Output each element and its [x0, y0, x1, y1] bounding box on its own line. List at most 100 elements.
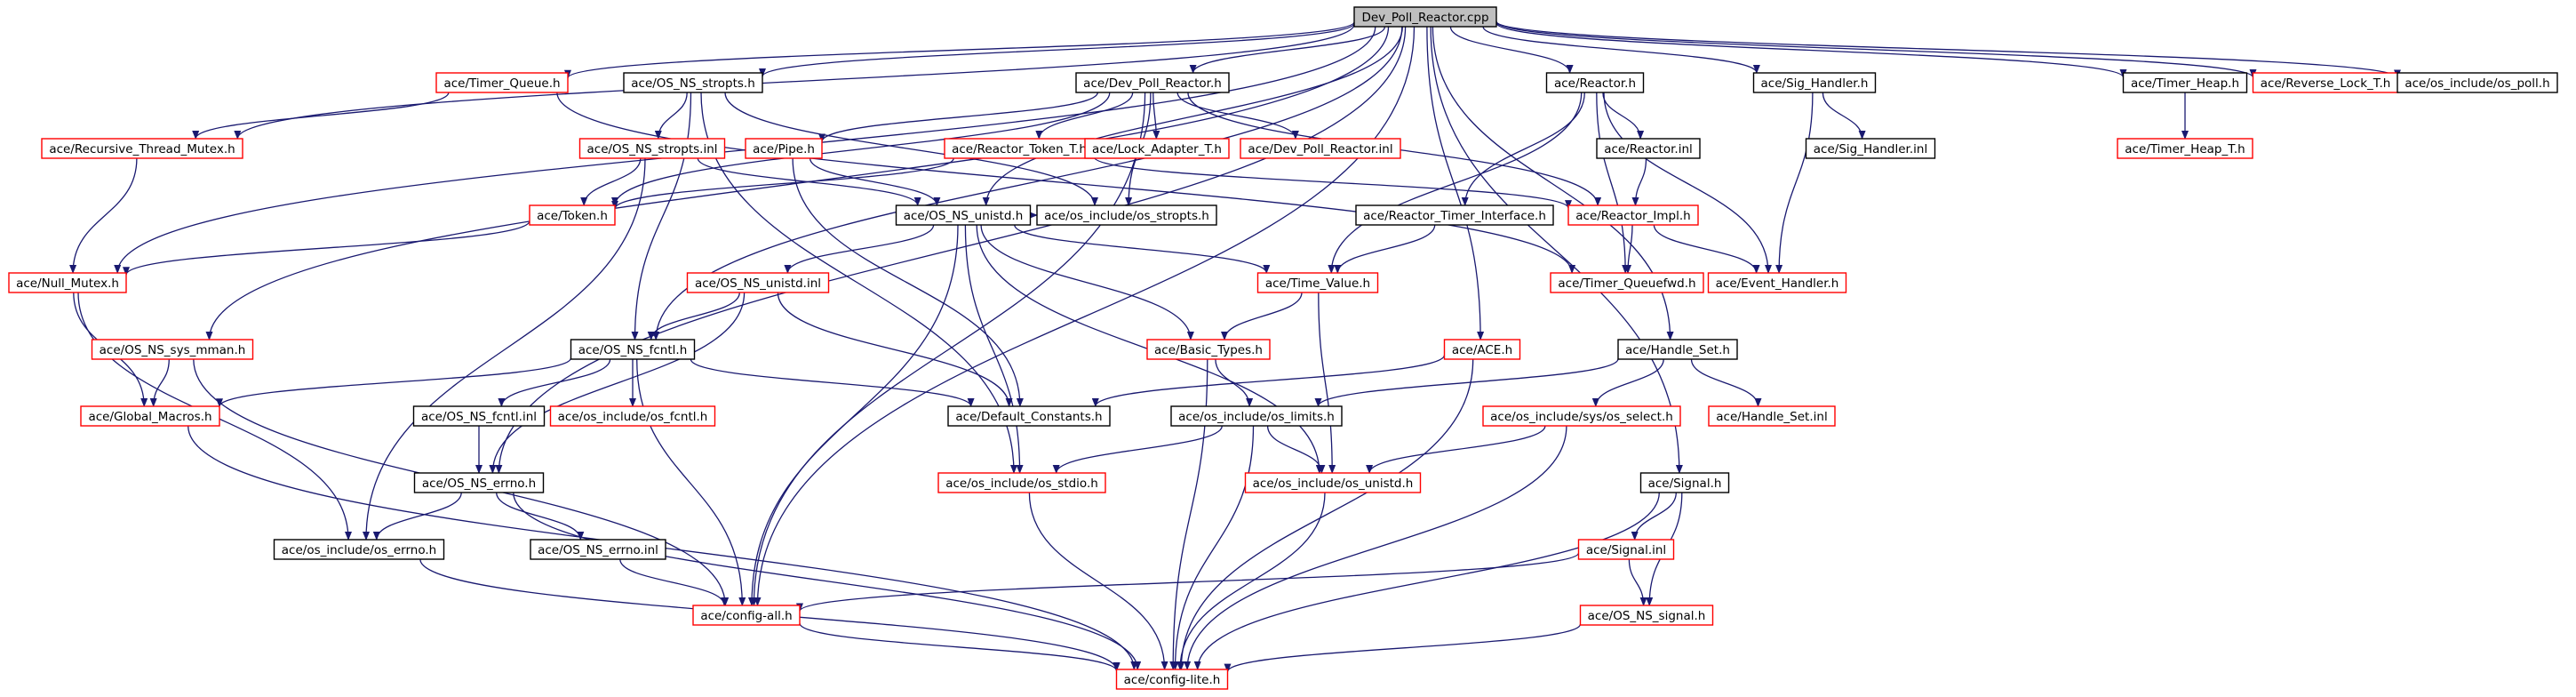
node-os-ns-unistd-inl[interactable]: ace/OS_NS_unistd.inl [686, 272, 830, 293]
node-box [435, 72, 569, 93]
node-token-h[interactable]: ace/Token.h [529, 204, 616, 226]
node-sig-handler-inl[interactable]: ace/Sig_Handler.inl [1805, 138, 1936, 159]
node-label: ace/Lock_Adapter_T.h [1092, 142, 1222, 156]
node-box [623, 72, 763, 93]
node-box [1353, 6, 1497, 28]
edge-recursive_thread_mutex_h-to-null_mutex_h [69, 157, 138, 274]
node-timer-queue-h[interactable]: ace/Timer_Queue.h [435, 72, 569, 93]
node-box [80, 405, 220, 427]
node-timer-heap-h[interactable]: ace/Timer_Heap.h [2122, 72, 2248, 93]
node-reverse-lock-t-h[interactable]: ace/Reverse_Lock_T.h [2252, 72, 2399, 93]
node-reactor-impl-h[interactable]: ace/Reactor_Impl.h [1567, 204, 1699, 226]
edge-root-to-timer_heap_h [1495, 22, 2127, 78]
edge-reactor_inl-to-reactor_impl_h [1631, 157, 1647, 206]
edge-reactor_impl_h-to-timer_queuefwd_h [1624, 224, 1633, 274]
node-timer-heap-t-h[interactable]: ace/Timer_Heap_T.h [2117, 138, 2253, 159]
node-dev-poll-reactor-inl[interactable]: ace/Dev_Poll_Reactor.inl [1240, 138, 1401, 159]
node-null-mutex-h[interactable]: ace/Null_Mutex.h [8, 272, 127, 293]
node-os-ns-errno-h[interactable]: ace/OS_NS_errno.h [413, 472, 545, 493]
node-timer-queuefwd-h[interactable]: ace/Timer_Queuefwd.h [1550, 272, 1704, 293]
node-os-ns-sys-mman-h[interactable]: ace/OS_NS_sys_mman.h [91, 339, 254, 360]
node-box [412, 405, 546, 427]
edge-basic_types_h-to-os_limits_h [1215, 358, 1254, 407]
node-label: ace/OS_NS_fcntl.inl [421, 410, 537, 424]
node-box [8, 272, 127, 293]
edge-dev_poll_reactor_h-to-token_h [611, 92, 1111, 206]
node-label: ace/Dev_Poll_Reactor.h [1083, 76, 1222, 91]
edge-timer_queue_h-to-recursive_thread_mutex_h [192, 92, 450, 140]
node-box [91, 339, 254, 360]
edge-os_ns_unistd_h-to-os_stdio_h [964, 224, 1024, 474]
node-basic-types-h[interactable]: ace/Basic_Types.h [1146, 339, 1271, 360]
node-os-poll-h[interactable]: ace/os_include/os_poll.h [2397, 72, 2558, 93]
node-box [570, 339, 696, 360]
edge-reactor_h-to-time_value_h [1328, 92, 1583, 274]
node-os-ns-errno-inl[interactable]: ace/OS_NS_errno.inl [530, 539, 666, 560]
node-reactor-h[interactable]: ace/Reactor.h [1545, 72, 1645, 93]
node-box [686, 272, 830, 293]
node-box [1577, 539, 1675, 560]
edge-root-to-dev_poll_reactor_h [1189, 26, 1386, 74]
node-os-select-h[interactable]: ace/os_include/sys/os_select.h [1482, 405, 1681, 427]
node-event-handler-h[interactable]: ace/Event_Handler.h [1707, 272, 1847, 293]
node-box [1752, 72, 1877, 93]
node-label: ace/Timer_Heap.h [2131, 76, 2239, 91]
node-ace-h[interactable]: ace/ACE.h [1443, 339, 1521, 360]
edge-root-to-os_ns_errno_h [495, 26, 1407, 474]
node-os-ns-signal-h[interactable]: ace/OS_NS_signal.h [1579, 605, 1714, 626]
node-reactor-token-t-h[interactable]: ace/Reactor_Token_T.h [944, 138, 1095, 159]
node-default-constants-h[interactable]: ace/Default_Constants.h [947, 405, 1111, 427]
node-dev-poll-reactor-h[interactable]: ace/Dev_Poll_Reactor.h [1075, 72, 1230, 93]
edge-os_stdio_h-to-config_lite_h [1028, 492, 1168, 670]
node-box [895, 204, 1032, 226]
node-box [1443, 339, 1521, 360]
node-signal-h[interactable]: ace/Signal.h [1639, 472, 1730, 493]
node-box [947, 405, 1111, 427]
node-handle-set-inl[interactable]: ace/Handle_Set.inl [1708, 405, 1836, 427]
node-box [1639, 472, 1730, 493]
node-os-limits-h[interactable]: ace/os_include/os_limits.h [1170, 405, 1343, 427]
node-recursive-thread-mutex-h[interactable]: ace/Recursive_Thread_Mutex.h [41, 138, 243, 159]
node-box [1596, 138, 1701, 159]
node-global-macros-h[interactable]: ace/Global_Macros.h [80, 405, 220, 427]
node-reactor-timer-interface-h[interactable]: ace/Reactor_Timer_Interface.h [1355, 204, 1554, 226]
edge-signal_inl-to-os_ns_signal_h [1628, 558, 1647, 606]
node-lock-adapter-t-h[interactable]: ace/Lock_Adapter_T.h [1084, 138, 1230, 159]
node-time-value-h[interactable]: ace/Time_Value.h [1256, 272, 1379, 293]
node-os-ns-fcntl-h[interactable]: ace/OS_NS_fcntl.h [570, 339, 696, 360]
node-box [1256, 272, 1379, 293]
edge-os_ns_stropts_h-to-os_ns_stropts_inl [654, 92, 688, 140]
node-reactor-inl[interactable]: ace/Reactor.inl [1596, 138, 1701, 159]
node-label: ace/Reactor_Impl.h [1575, 209, 1690, 223]
node-label: ace/Time_Value.h [1265, 276, 1370, 291]
edge-os_select_h-to-os_unistd_h [1366, 425, 1546, 474]
node-os-stdio-h[interactable]: ace/os_include/os_stdio.h [937, 472, 1106, 493]
node-os-stropts-h[interactable]: ace/os_include/os_stropts.h [1036, 204, 1217, 226]
node-handle-set-h[interactable]: ace/Handle_Set.h [1617, 339, 1738, 360]
node-box [2122, 72, 2248, 93]
edge-signal_inl-to-config_all_h [796, 552, 1580, 613]
node-os-ns-fcntl-inl[interactable]: ace/OS_NS_fcntl.inl [412, 405, 546, 427]
node-root: Dev_Poll_Reactor.cpp [1353, 6, 1497, 28]
edge-os_ns_sys_mman_h-to-global_macros_h [149, 358, 170, 407]
node-config-lite-h[interactable]: ace/config-lite.h [1115, 669, 1229, 690]
node-os-unistd-h[interactable]: ace/os_include/os_unistd.h [1244, 472, 1422, 493]
node-sig-handler-h[interactable]: ace/Sig_Handler.h [1752, 72, 1877, 93]
edge-sig_handler_h-to-event_handler_h [1775, 92, 1814, 274]
edge-timer_queue_h-to-timer_queuefwd_h [556, 92, 1575, 274]
node-pipe-h[interactable]: ace/Pipe.h [745, 138, 823, 159]
node-label: ace/OS_NS_errno.inl [538, 543, 658, 557]
node-config-all-h[interactable]: ace/config-all.h [692, 605, 801, 626]
node-os-ns-stropts-h[interactable]: ace/OS_NS_stropts.h [623, 72, 763, 93]
node-label: ace/Basic_Types.h [1154, 343, 1263, 357]
node-os-ns-unistd-h[interactable]: ace/OS_NS_unistd.h [895, 204, 1032, 226]
node-label: ace/Handle_Set.h [1625, 343, 1730, 357]
edge-os_limits_h-to-os_stdio_h [1052, 425, 1223, 474]
node-os-fcntl-h[interactable]: ace/os_include/os_fcntl.h [549, 405, 716, 427]
node-signal-inl[interactable]: ace/Signal.inl [1577, 539, 1675, 560]
edge-os_ns_fcntl_h-to-global_macros_h [216, 357, 572, 408]
node-os-errno-h[interactable]: ace/os_include/os_errno.h [273, 539, 445, 560]
node-os-ns-stropts-inl[interactable]: ace/OS_NS_stropts.inl [578, 138, 726, 159]
node-box [1805, 138, 1936, 159]
